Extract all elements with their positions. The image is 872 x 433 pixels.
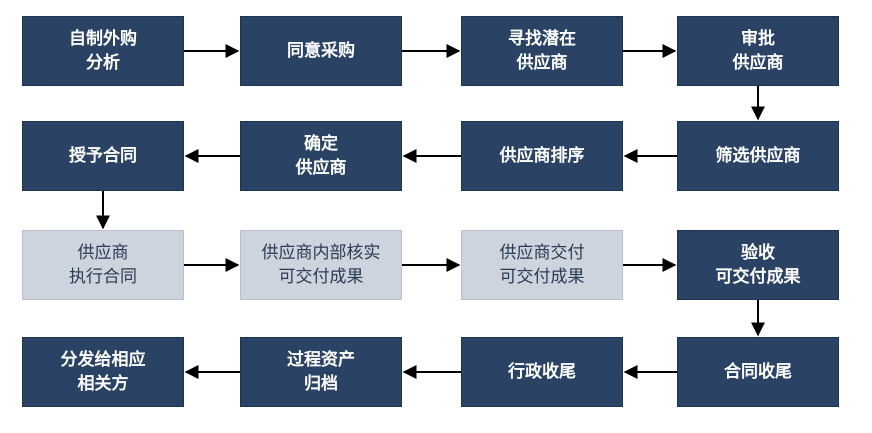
node-administrative-closure: 行政收尾 bbox=[461, 337, 623, 407]
node-label-line: 审批 bbox=[741, 29, 775, 49]
node-label-line: 相关方 bbox=[77, 374, 129, 394]
node-label-line: 供应商 bbox=[77, 243, 129, 263]
node-supplier-internal-verify: 供应商内部核实可交付成果 bbox=[240, 230, 402, 300]
node-label-line: 寻找潜在 bbox=[508, 29, 576, 49]
node-label-line: 供应商排序 bbox=[499, 146, 585, 166]
node-label-line: 归档 bbox=[304, 374, 338, 394]
node-contract-closure: 合同收尾 bbox=[677, 337, 839, 407]
node-rank-supplier: 供应商排序 bbox=[461, 121, 623, 191]
node-label-line: 可交付成果 bbox=[278, 267, 364, 287]
node-label-line: 同意采购 bbox=[287, 41, 355, 61]
node-label-line: 供应商交付 bbox=[499, 243, 585, 263]
node-label-line: 可交付成果 bbox=[499, 267, 585, 287]
node-agree-purchase: 同意采购 bbox=[240, 16, 402, 86]
node-label-line: 合同收尾 bbox=[724, 362, 792, 382]
node-label-line: 供应商内部核实 bbox=[261, 243, 381, 263]
node-determine-supplier: 确定供应商 bbox=[240, 121, 402, 191]
node-label-line: 自制外购 bbox=[69, 29, 137, 49]
node-label-line: 供应商 bbox=[732, 53, 784, 73]
node-label-line: 过程资产 bbox=[287, 350, 355, 370]
node-grant-contract: 授予合同 bbox=[22, 121, 184, 191]
node-label-line: 筛选供应商 bbox=[715, 146, 801, 166]
node-label-line: 供应商 bbox=[516, 53, 568, 73]
node-label-line: 执行合同 bbox=[69, 267, 137, 287]
node-label-line: 分发给相应 bbox=[60, 350, 146, 370]
node-supplier-execute-contract: 供应商执行合同 bbox=[22, 230, 184, 300]
node-label-line: 验收 bbox=[741, 243, 775, 263]
node-label-line: 确定 bbox=[304, 134, 338, 154]
node-verify-deliverables: 验收可交付成果 bbox=[677, 230, 839, 300]
node-distribute-to-parties: 分发给相应相关方 bbox=[22, 337, 184, 407]
node-archive-process-assets: 过程资产归档 bbox=[240, 337, 402, 407]
node-label-line: 供应商 bbox=[295, 158, 347, 178]
node-label-line: 授予合同 bbox=[69, 146, 137, 166]
node-label-line: 可交付成果 bbox=[715, 267, 801, 287]
node-find-potential-supplier: 寻找潜在供应商 bbox=[461, 16, 623, 86]
node-supplier-deliver: 供应商交付可交付成果 bbox=[461, 230, 623, 300]
node-label-line: 分析 bbox=[86, 53, 120, 73]
node-label-line: 行政收尾 bbox=[508, 362, 576, 382]
node-approval-supplier: 审批供应商 bbox=[677, 16, 839, 86]
node-make-or-buy: 自制外购分析 bbox=[22, 16, 184, 86]
node-screen-supplier: 筛选供应商 bbox=[677, 121, 839, 191]
